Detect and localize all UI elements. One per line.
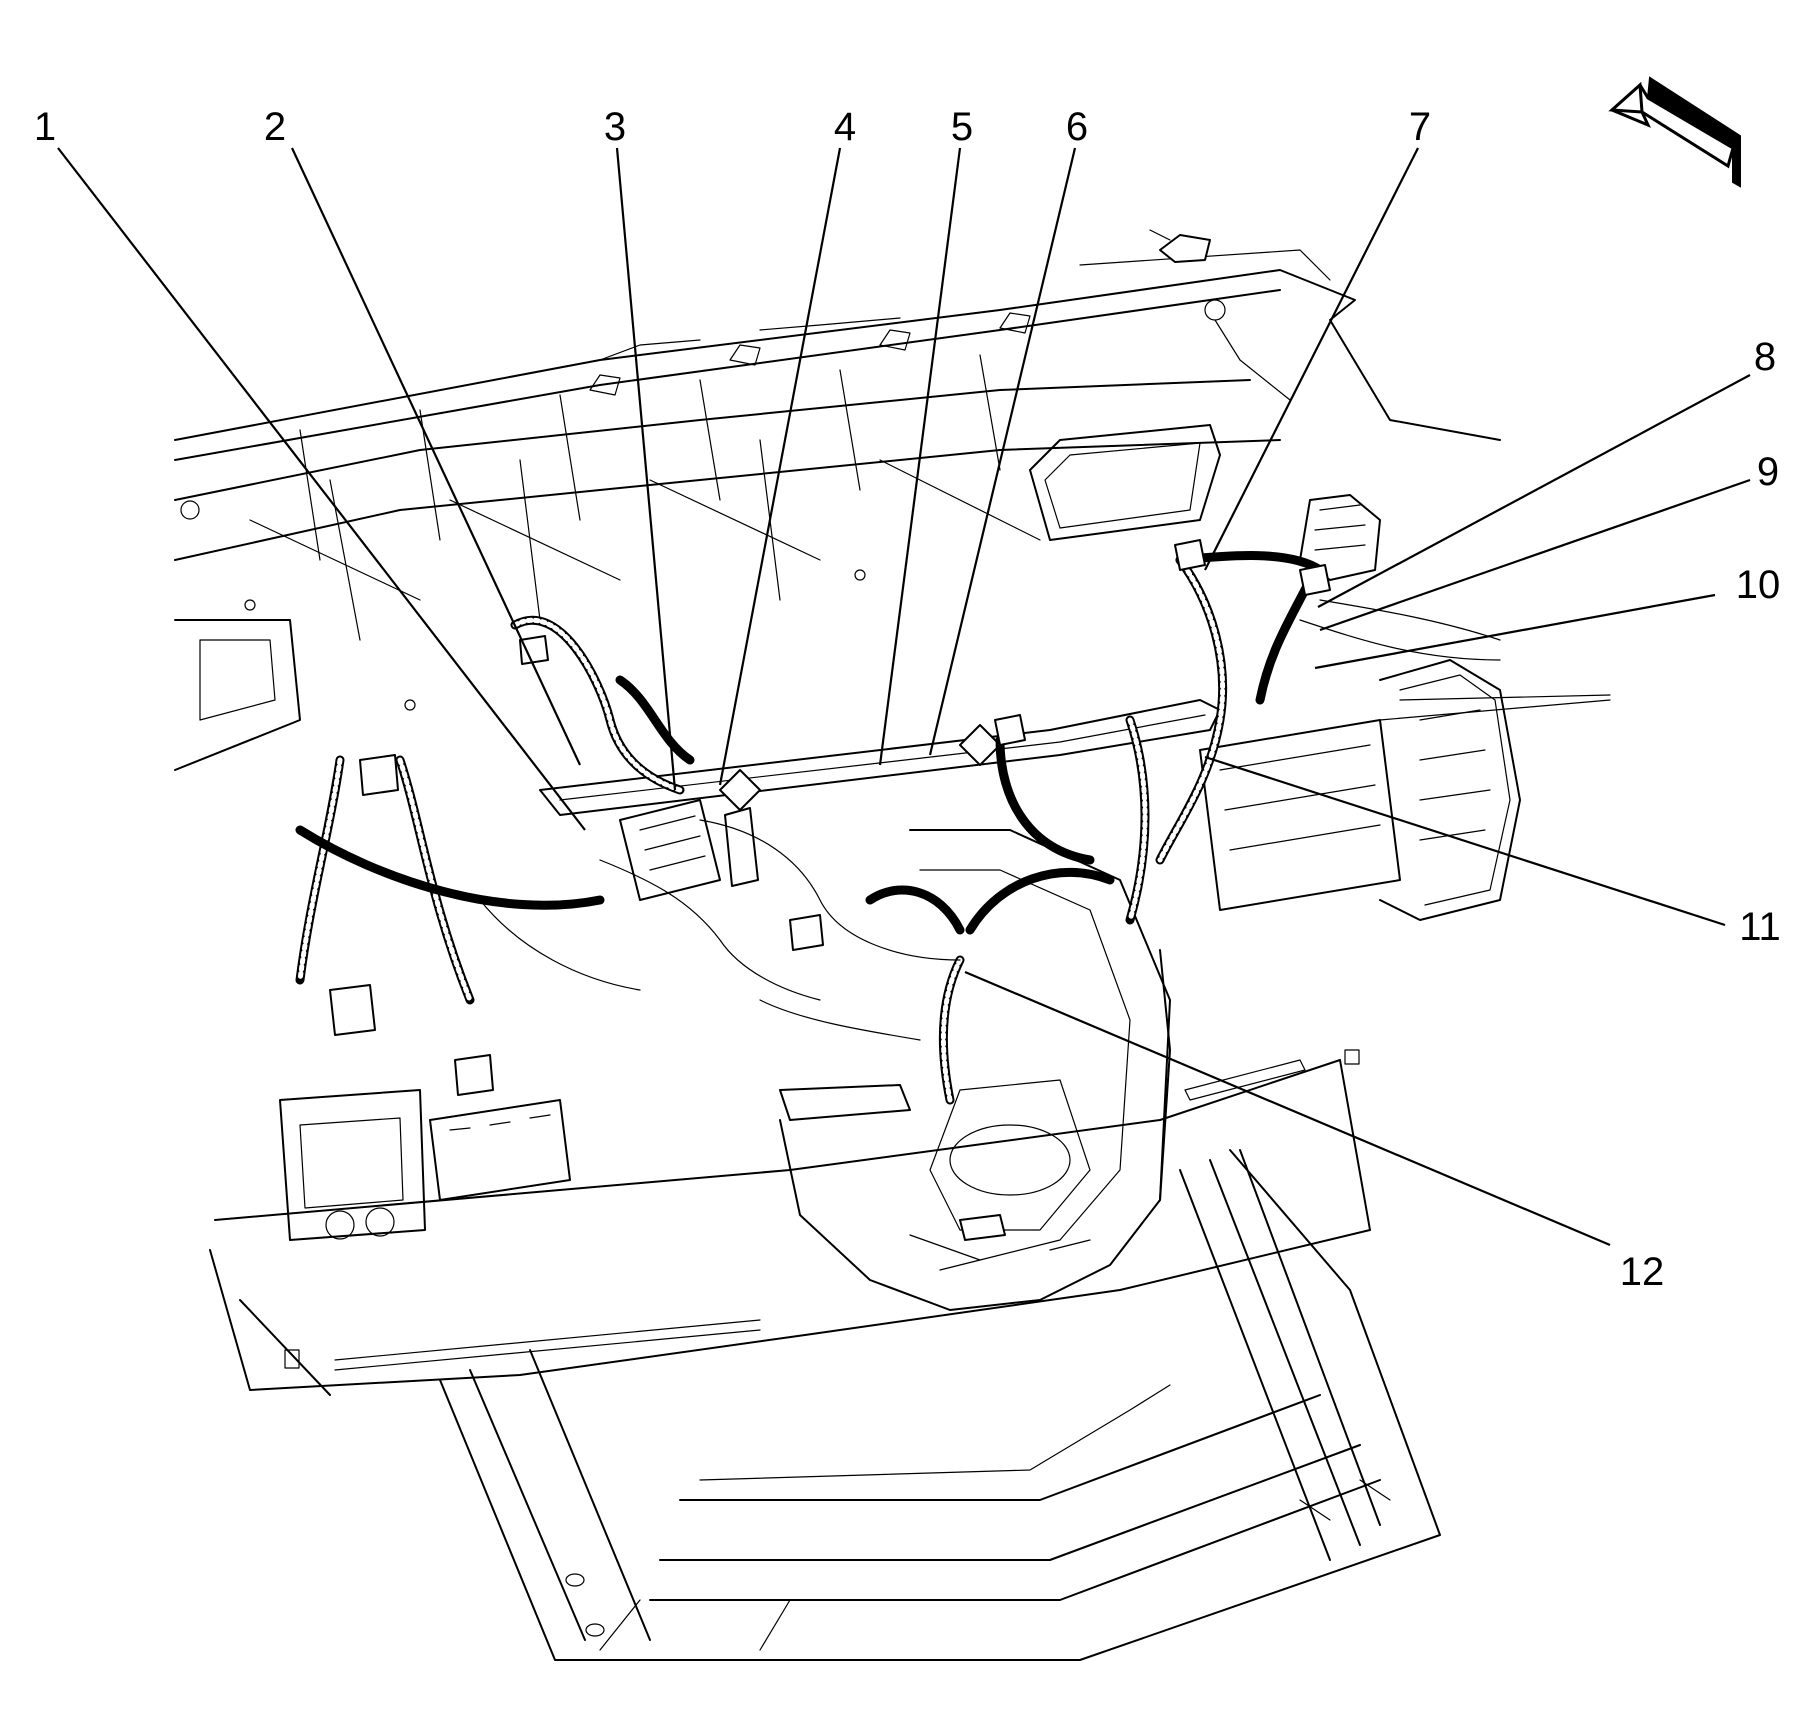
steering-column-illustration [779, 829, 1171, 1311]
leader-line-6 [928, 147, 1077, 756]
cowl-panel-illustration [174, 229, 1501, 771]
floor-pan-illustration [439, 1149, 1441, 1661]
callout-4: 4 [834, 105, 856, 149]
leader-line-3 [615, 147, 677, 791]
callout-7: 7 [1409, 105, 1431, 149]
cross-rail-illustration [209, 1049, 1371, 1396]
leader-line-11 [1204, 755, 1726, 927]
leader-line-7 [1204, 147, 1419, 571]
callout-8: 8 [1754, 335, 1776, 379]
leader-line-1 [57, 147, 586, 831]
leader-line-10 [1314, 593, 1716, 670]
fuse-block-illustration [279, 799, 759, 1241]
leader-line-12 [964, 970, 1611, 1247]
callout-2: 2 [264, 105, 286, 149]
callout-1: 1 [34, 105, 56, 149]
callout-6: 6 [1066, 105, 1088, 149]
leader-line-4 [718, 147, 842, 786]
callout-9: 9 [1757, 450, 1779, 494]
callout-5: 5 [951, 105, 973, 149]
callout-12: 12 [1620, 1250, 1665, 1294]
leader-line-2 [291, 147, 581, 766]
callout-10: 10 [1736, 563, 1781, 607]
leader-line-9 [1319, 478, 1751, 632]
leader-line-5 [878, 147, 962, 766]
wiring-harness-illustration [295, 539, 1501, 1105]
leader-line-8 [1317, 374, 1751, 608]
front-arrow-icon [1608, 76, 1741, 188]
callout-leaders [57, 147, 1751, 1247]
callout-3: 3 [604, 105, 626, 149]
callout-labels: 1 2 3 4 5 6 7 8 9 10 11 12 [34, 105, 1781, 1294]
cross-car-beam-illustration [539, 699, 1221, 816]
callout-11: 11 [1739, 905, 1781, 949]
